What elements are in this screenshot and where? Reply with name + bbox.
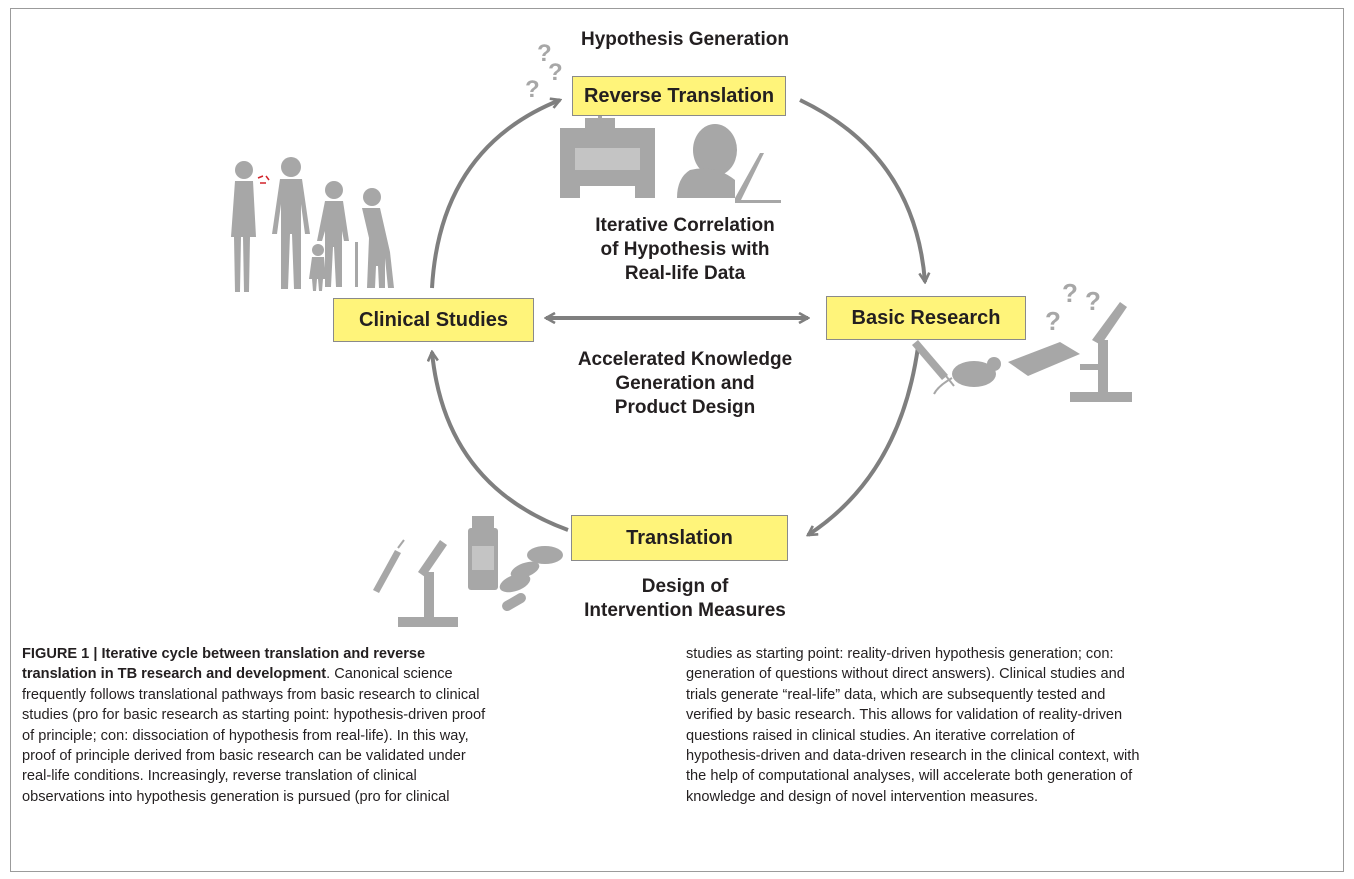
syringe-icon	[912, 340, 955, 387]
caption-text: knowledge and design of novel interventi…	[686, 788, 1039, 805]
lab-instrument-icon	[560, 110, 655, 198]
center-top-line-3: Real-life Data	[624, 263, 746, 284]
caption-left-line: translation in TB research and developme…	[22, 664, 662, 684]
node-basic-research: Basic Research	[826, 296, 1026, 340]
node-reverse-translation: Reverse Translation	[572, 76, 786, 116]
caption-right-line: knowledge and design of novel interventi…	[686, 787, 1336, 807]
arrow-basic-to-translation	[808, 346, 920, 537]
center-bottom-line-2: Generation and	[615, 373, 755, 394]
svg-text:?: ?	[1062, 278, 1078, 308]
caption-left-line: proof of principle derived from basic re…	[22, 746, 662, 766]
center-top-line-2: of Hypothesis with	[600, 239, 770, 260]
pills-icon	[499, 546, 563, 611]
caption-text: of principle; con: dissociation of hypot…	[22, 727, 469, 744]
arrow-reverse-to-basic	[799, 98, 925, 282]
hypothesis-generation-label: Hypothesis Generation	[581, 29, 789, 50]
speech-spark-icon	[257, 175, 270, 184]
syringe-icon	[373, 539, 405, 593]
caption-text: hypothesis-driven and data-driven resear…	[686, 748, 1140, 765]
svg-text:?: ?	[537, 40, 552, 67]
caption-text: studies as starting point: reality-drive…	[686, 646, 1114, 662]
design-line-2: Intervention Measures	[584, 600, 786, 621]
center-top-label: Iterative Correlation of Hypothesis with…	[540, 214, 830, 286]
caption-bold-text: FIGURE 1 | Iterative cycle between trans…	[22, 646, 426, 662]
caption-left-column: FIGURE 1 | Iterative cycle between trans…	[22, 644, 662, 807]
center-bottom-line-3: Product Design	[614, 397, 756, 418]
caption-left-line: real-life conditions. Increasingly, reve…	[22, 766, 662, 786]
caption-text: generation of questions without direct a…	[686, 666, 1125, 683]
caption-right-line: the help of computational analyses, will…	[686, 766, 1336, 786]
design-line-1: Design of	[641, 576, 729, 597]
caption-text: proof of principle derived from basic re…	[22, 748, 466, 765]
caption-left-line: observations into hypothesis generation …	[22, 787, 662, 807]
family-silhouette-icon	[231, 157, 394, 292]
node-translation: Translation	[571, 515, 788, 561]
caption-right-line: trials generate “real-life” data, which …	[686, 685, 1336, 705]
center-top-line-1: Iterative Correlation	[595, 215, 775, 236]
center-bottom-label: Accelerated Knowledge Generation and Pro…	[540, 348, 830, 420]
person-at-laptop-icon	[677, 124, 781, 203]
arrow-clinical-to-reverse	[430, 100, 560, 289]
svg-text:?: ?	[548, 59, 563, 86]
figure-frame	[10, 8, 1344, 872]
caption-left-line: studies (pro for basic research as start…	[22, 705, 662, 725]
caption-text: questions raised in clinical studies. An…	[686, 727, 1075, 744]
svg-text:?: ?	[1045, 306, 1061, 336]
caption-left-line: of principle; con: dissociation of hypot…	[22, 726, 662, 746]
node-clinical-studies: Clinical Studies	[333, 298, 534, 342]
caption-text: . Canonical science	[326, 666, 453, 683]
svg-text:?: ?	[1085, 286, 1101, 316]
vial-icon	[468, 516, 498, 590]
caption-text: frequently follows translational pathway…	[22, 686, 480, 703]
caption-text: trials generate “real-life” data, which …	[686, 686, 1106, 703]
microscope-icon	[1070, 302, 1132, 402]
caption-right-column: studies as starting point: reality-drive…	[686, 644, 1336, 807]
microscope-icon	[398, 540, 458, 627]
caption-right-line: studies as starting point: reality-drive…	[686, 644, 1336, 664]
arrow-translation-to-clinical	[432, 352, 569, 532]
cycle-diagram: ? ? ? ? ? ?	[231, 40, 1132, 627]
center-bottom-line-1: Accelerated Knowledge	[577, 349, 793, 370]
caption-left-line: frequently follows translational pathway…	[22, 685, 662, 705]
caption-text: verified by basic research. This allows …	[686, 707, 1123, 724]
caption-text: real-life conditions. Increasingly, reve…	[22, 768, 417, 785]
design-intervention-label: Design of Intervention Measures	[540, 575, 830, 623]
caption-bold-text: translation in TB research and developme…	[22, 666, 327, 683]
svg-text:?: ?	[525, 76, 540, 103]
caption-text: observations into hypothesis generation …	[22, 788, 450, 805]
well-plate-icon	[1008, 342, 1080, 376]
caption-text: studies (pro for basic research as start…	[22, 707, 486, 724]
caption-right-line: verified by basic research. This allows …	[686, 705, 1336, 725]
caption-right-line: generation of questions without direct a…	[686, 664, 1336, 684]
mouse-icon	[933, 357, 1001, 395]
caption-text: the help of computational analyses, will…	[686, 768, 1133, 785]
caption-right-line: questions raised in clinical studies. An…	[686, 726, 1336, 746]
question-marks-icon: ? ? ? ? ? ?	[525, 40, 1101, 336]
caption-left-line: FIGURE 1 | Iterative cycle between trans…	[22, 644, 662, 664]
caption-right-line: hypothesis-driven and data-driven resear…	[686, 746, 1336, 766]
